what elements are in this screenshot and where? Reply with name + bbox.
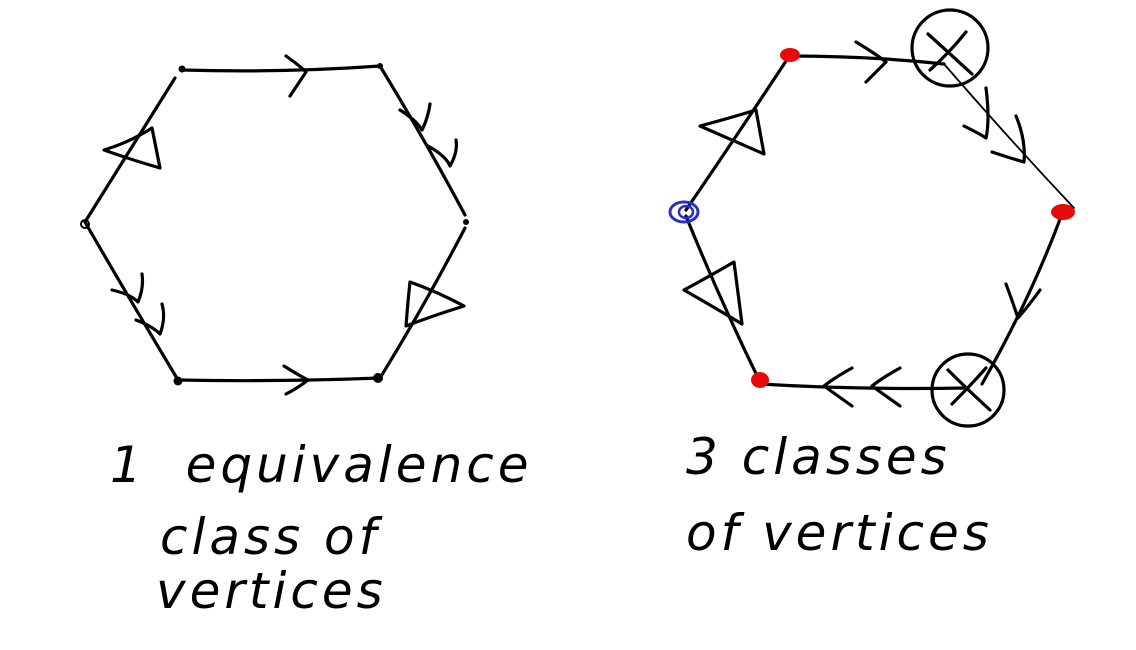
left-caption-line2: class of [160,508,381,566]
right-vertex-red-right [1051,204,1075,220]
left-vertex-top-left [178,65,186,73]
right-edge-bottom [758,382,968,391]
left-arrow-upper-right-1 [398,102,432,132]
left-arrow-upper-right-2 [426,138,458,168]
left-edge-bottom [176,376,382,383]
left-edge-lower-right [378,226,467,380]
left-edge-upper-left [83,76,177,224]
right-edge-lower-left [684,214,762,384]
right-vertex-red-top [780,48,800,62]
left-arrow-top [284,54,308,98]
right-vertex-red-bottom [751,372,769,388]
left-caption-line3: vertices [156,562,387,620]
left-edge-lower-left [83,220,180,382]
left-vertex-top-right [377,63,383,69]
left-arrow-lower-left-1 [110,272,145,304]
right-edge-upper-right [943,63,1075,209]
right-edge-top [788,54,946,66]
left-triangle-right [404,280,466,328]
right-edge-upper-left [684,56,790,212]
right-triangle-lower-left [682,260,744,326]
right-caption-line2: of vertices [686,504,993,562]
left-arrow-bottom [282,364,310,396]
right-arrow-upper-right-1 [962,86,990,140]
left-vertex-bottom-left [173,376,183,386]
right-arrow-lower-right [1004,282,1042,320]
right-arrow-bottom-1 [822,366,854,408]
right-arrow-upper-right-2 [990,114,1026,164]
right-vertex-blue-left [668,200,700,224]
left-edge-top [180,64,382,73]
right-vertex-crossed-top [910,8,990,88]
right-arrow-bottom-2 [870,366,902,408]
left-caption-line1: 1 equivalence [110,436,533,494]
left-hexagon [80,54,469,396]
left-triangle-left [102,126,162,170]
right-vertex-crossed-bottom [930,352,1006,428]
left-vertex-left [80,219,90,229]
left-arrow-lower-left-2 [134,302,166,336]
left-vertex-bottom-right [373,373,383,383]
right-caption-line1: 3 classes [686,428,951,486]
right-triangle-upper-left [698,108,766,156]
left-edge-upper-right [378,64,467,217]
right-edge-lower-right [980,212,1064,386]
left-vertex-right [463,219,469,225]
right-hexagon [668,8,1075,428]
right-arrow-top [854,40,888,84]
